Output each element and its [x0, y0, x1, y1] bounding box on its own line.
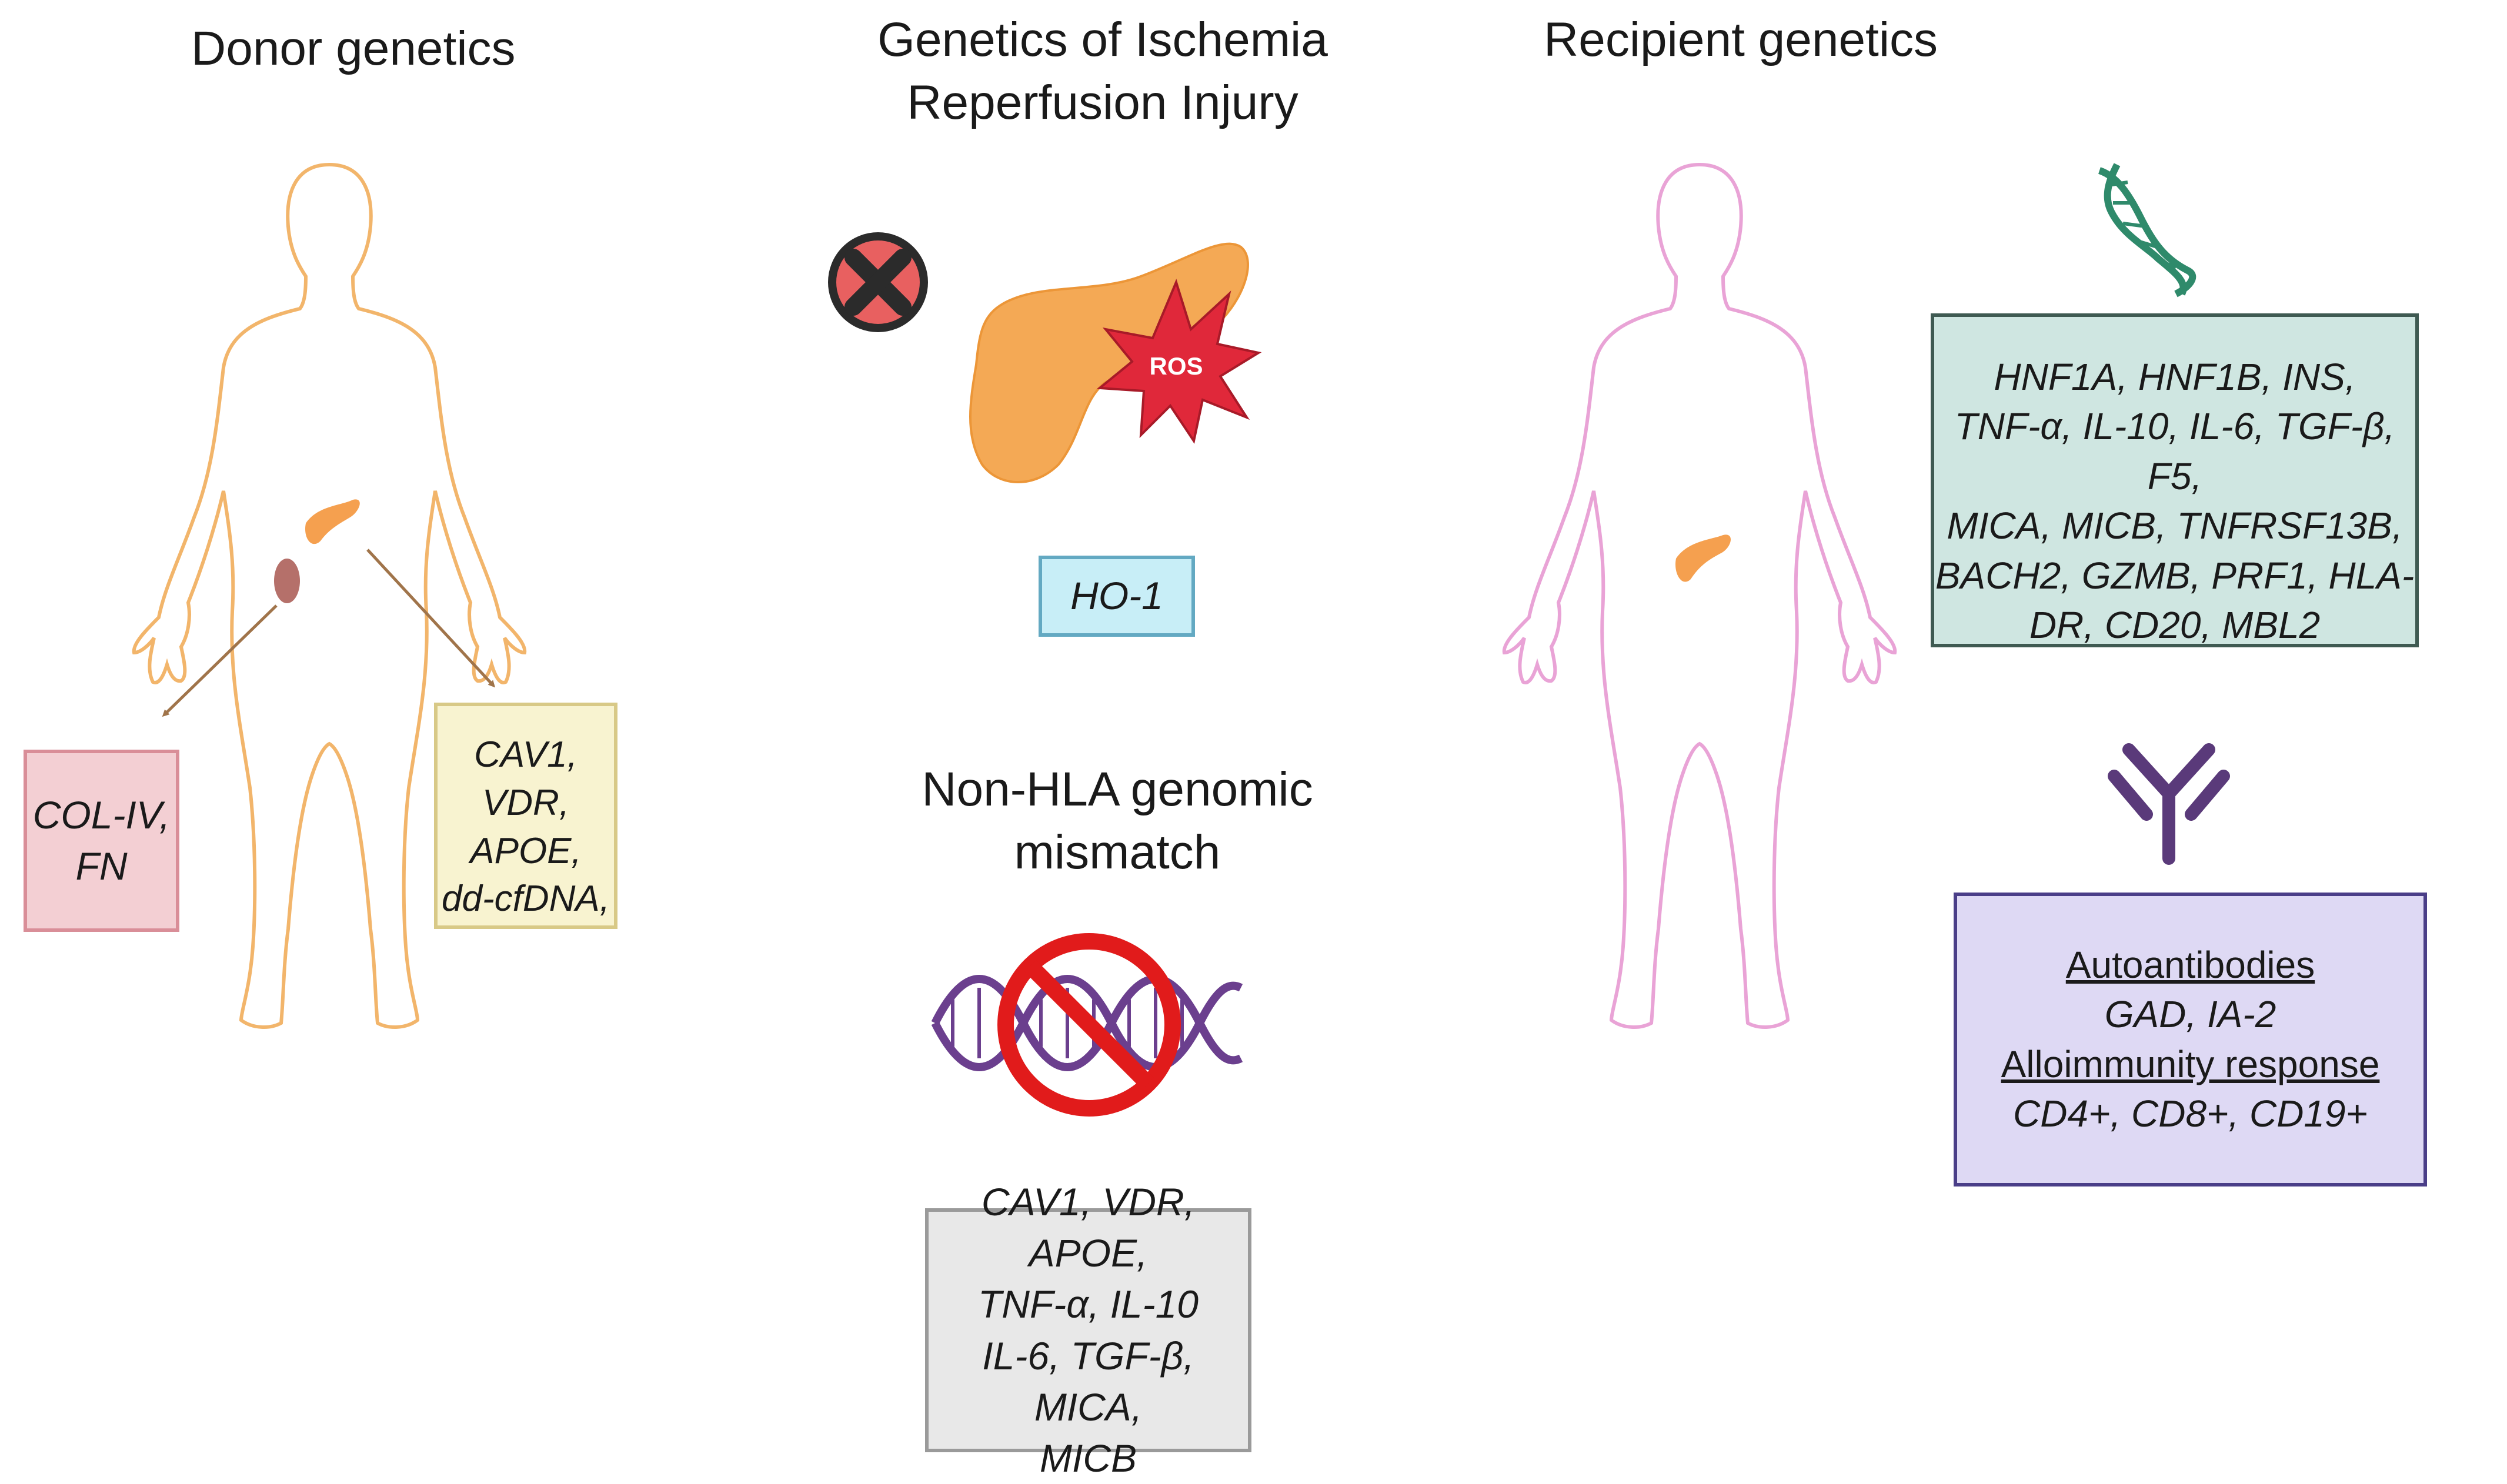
non-hla-gene-line: TNF-α, IL-10	[977, 1282, 1199, 1326]
recipient-gene-line: HNF1A, HNF1B, INS,	[1994, 356, 2356, 398]
antibody-icon	[2108, 743, 2230, 865]
non-hla-title-line1: Non-HLA genomic	[922, 763, 1313, 816]
recipient-pancreas-icon	[1675, 534, 1731, 582]
pancreas-arrow	[366, 549, 496, 688]
col-fn-box: COL-IV, FN	[24, 750, 179, 932]
non-hla-gene-line: MICB	[1040, 1436, 1137, 1480]
recipient-gene-line: TNF-α, IL-10, IL-6, TGF-β, F5,	[1954, 405, 2395, 497]
ho1-label: HO-1	[1070, 574, 1163, 618]
recipient-gene-line: BACH2, GZMB, PRF1, HLA-	[1935, 554, 2415, 597]
donor-cav-box: CAV1, VDR, APOE, dd-cfDNA,	[434, 703, 617, 929]
ho1-box: HO-1	[1039, 556, 1195, 637]
col-fn-line: FN	[75, 844, 128, 888]
ischemia-title-line1: Genetics of Ischemia	[877, 13, 1328, 66]
kidney-arrow	[162, 604, 278, 717]
autoantibodies-heading: Autoantibodies	[2065, 944, 2315, 986]
no-sign-icon	[997, 933, 1181, 1117]
donor-cav-line: APOE,	[470, 830, 582, 871]
ischemia-title: Genetics of Ischemia Reperfusion Injury	[862, 9, 1344, 134]
recipient-genetics-title: Recipient genetics	[1544, 13, 1938, 66]
ros-burst-icon	[1096, 279, 1262, 444]
dna-helix-icon	[2098, 163, 2196, 298]
donor-genetics-title: Donor genetics	[191, 22, 516, 75]
recipient-body-icon	[1504, 165, 1895, 1027]
donor-cav-line: CAV1, VDR,	[474, 734, 577, 823]
alloimmunity-line: CD4+, CD8+, CD19+	[2013, 1092, 2368, 1135]
non-hla-title-line2: mismatch	[1014, 825, 1221, 879]
ros-label: ROS	[1149, 352, 1203, 380]
recipient-gene-line: MICA, MICB, TNFRSF13B,	[1947, 504, 2403, 547]
ischemia-title-line2: Reperfusion Injury	[907, 75, 1298, 129]
donor-kidney-icon	[274, 559, 300, 603]
non-hla-genes-box: CAV1, VDR, APOE, TNF-α, IL-10 IL-6, TGF-…	[925, 1180, 1251, 1480]
donor-cav-line: dd-cfDNA,	[442, 878, 610, 920]
donor-pancreas-icon	[305, 499, 360, 544]
non-hla-gene-line: CAV1, VDR, APOE,	[981, 1180, 1196, 1275]
immune-response-box: Autoantibodies GAD, IA-2 Alloimmunity re…	[1954, 893, 2427, 1186]
col-fn-line: COL-IV,	[32, 793, 171, 837]
alloimmunity-heading: Alloimmunity response	[2001, 1042, 2380, 1085]
x-circle-icon	[828, 232, 928, 332]
non-hla-gene-line: IL-6, TGF-β, MICA,	[982, 1333, 1194, 1429]
recipient-gene-line: DR, CD20, MBL2	[2029, 604, 2321, 647]
autoantibodies-line: GAD, IA-2	[2104, 993, 2276, 1036]
recipient-genes-box: HNF1A, HNF1B, INS, TNF-α, IL-10, IL-6, T…	[1931, 313, 2419, 647]
non-hla-title: Non-HLA genomic mismatch	[894, 758, 1341, 884]
